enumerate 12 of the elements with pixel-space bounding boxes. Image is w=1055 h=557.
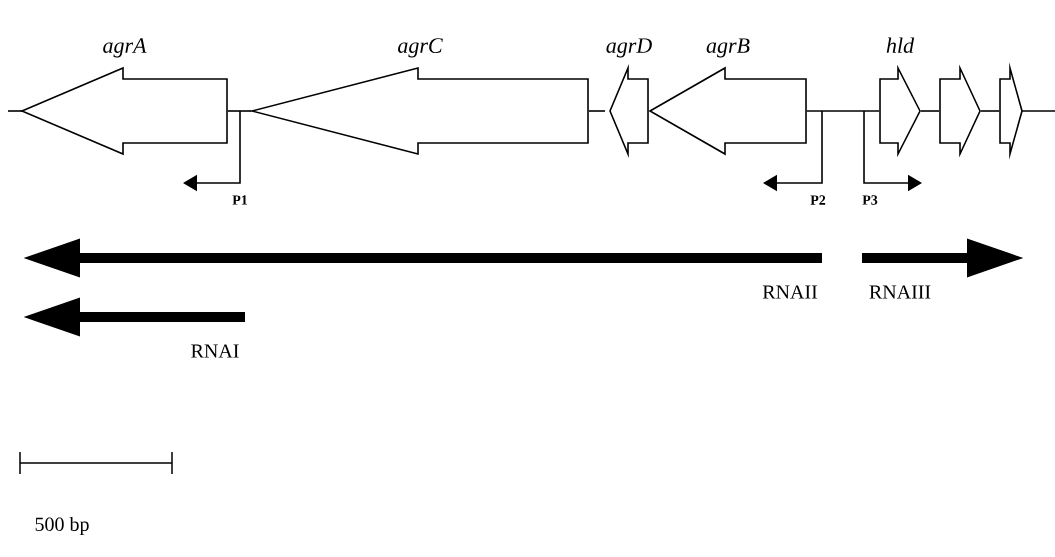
dna-line [806,110,880,112]
transcript-label: RNAIII [869,285,931,299]
dna-line [980,110,1000,112]
transcript-label: RNAI [191,344,239,358]
scale-label: 500 bp [35,516,89,536]
promoter-label: P2 [810,195,826,205]
dna-line [227,110,252,112]
promoter-label: P3 [862,195,878,205]
promoter-label: P1 [232,195,248,205]
dna-line [588,110,606,112]
transcript-label: RNAII [762,285,818,299]
dna-line [920,110,940,112]
